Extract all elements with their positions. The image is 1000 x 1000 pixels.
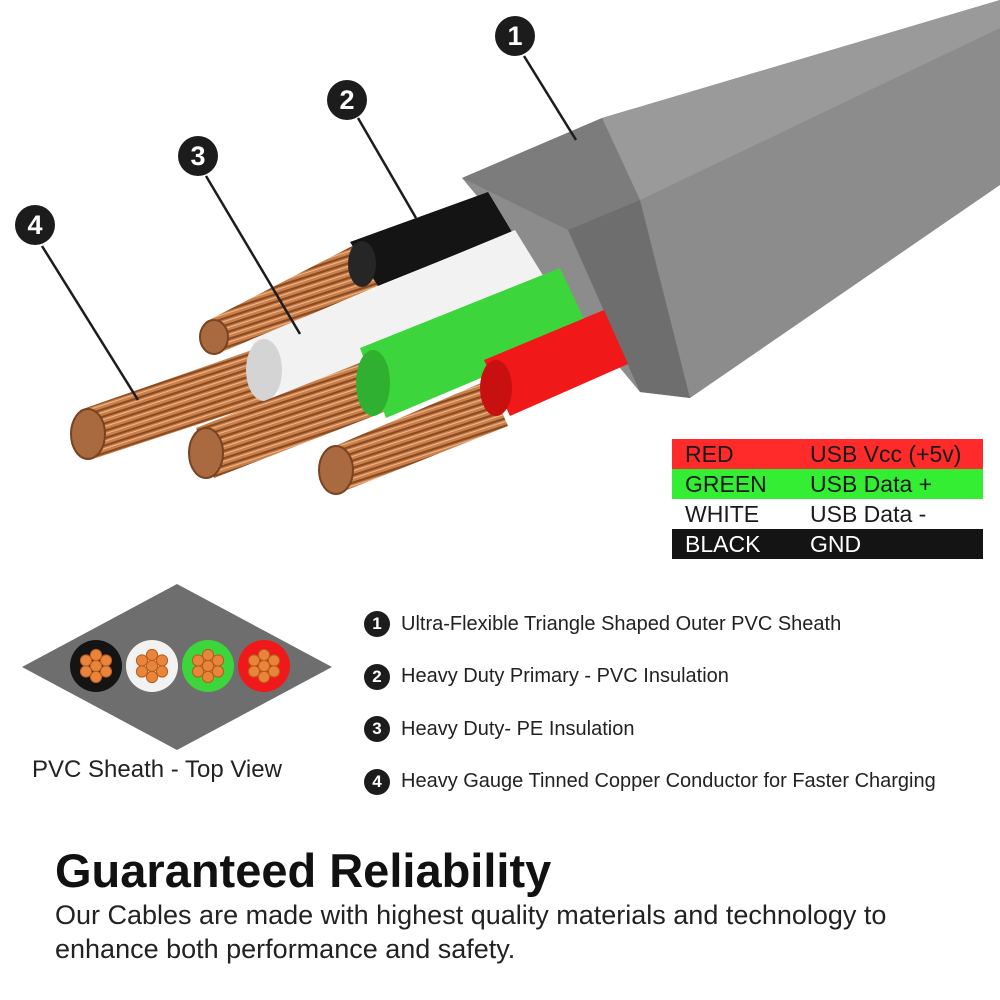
wire-color-name: RED — [685, 441, 734, 467]
black-wire — [199, 192, 512, 355]
color-row-white: WHITE USB Data - — [672, 499, 983, 529]
feature-item: 2 Heavy Duty Primary - PVC Insulation — [364, 651, 936, 704]
green-wire — [188, 268, 590, 479]
callout-1: 1 — [495, 16, 535, 56]
feature-item: 4 Heavy Gauge Tinned Copper Conductor for… — [364, 756, 936, 809]
wire-signal-name: USB Vcc (+5v) — [810, 441, 962, 467]
callout-leader-lines — [40, 55, 578, 401]
pvc-sheath-top-view — [22, 584, 332, 750]
wire-color-table: RED USB Vcc (+5v) GREEN USB Data + WHITE USB … — [672, 439, 983, 559]
feature-item: 3 Heavy Duty- PE Insulation — [364, 703, 936, 756]
color-row-red: RED USB Vcc (+5v) — [672, 439, 983, 469]
feature-number-badge: 2 — [364, 663, 390, 690]
color-row-black: BLACK GND — [672, 529, 983, 559]
top-view-wire-black — [70, 640, 122, 692]
wire-color-name: GREEN — [685, 471, 767, 497]
white-wire — [70, 230, 552, 460]
callout-4: 4 — [15, 205, 55, 245]
body-text: Our Cables are made with highest quality… — [55, 900, 887, 964]
wire-color-name: BLACK — [685, 531, 761, 557]
callout-3: 3 — [178, 136, 218, 176]
color-row-green: GREEN USB Data + — [672, 469, 983, 499]
red-wire — [318, 310, 628, 495]
top-view-wire-white — [126, 640, 178, 692]
callout-2: 2 — [327, 80, 367, 120]
feature-text: Heavy Duty- PE Insulation — [401, 717, 635, 740]
wire-signal-name: USB Data + — [810, 471, 933, 497]
feature-text: Heavy Gauge Tinned Copper Conductor for … — [401, 770, 936, 793]
wire-color-name: WHITE — [685, 501, 760, 527]
feature-number-badge: 3 — [364, 716, 390, 743]
cable-cutaway-illustration — [40, 0, 1000, 495]
wire-signal-name: USB Data - — [810, 501, 927, 527]
outer-pvc-sheath — [462, 0, 1000, 398]
feature-text: Heavy Duty Primary - PVC Insulation — [401, 665, 729, 688]
feature-number-badge: 1 — [364, 611, 390, 638]
top-view-wire-red — [238, 640, 290, 692]
top-view-label: PVC Sheath - Top View — [32, 756, 282, 783]
feature-text: Ultra-Flexible Triangle Shaped Outer PVC… — [401, 612, 842, 635]
feature-number-badge: 4 — [364, 768, 390, 795]
feature-item: 1 Ultra-Flexible Triangle Shaped Outer PV… — [364, 598, 936, 651]
top-view-wire-green — [182, 640, 234, 692]
headline: Guaranteed Reliability — [55, 844, 552, 897]
wire-signal-name: GND — [810, 531, 862, 557]
feature-list: 1 Ultra-Flexible Triangle Shaped Outer PV… — [364, 598, 936, 808]
